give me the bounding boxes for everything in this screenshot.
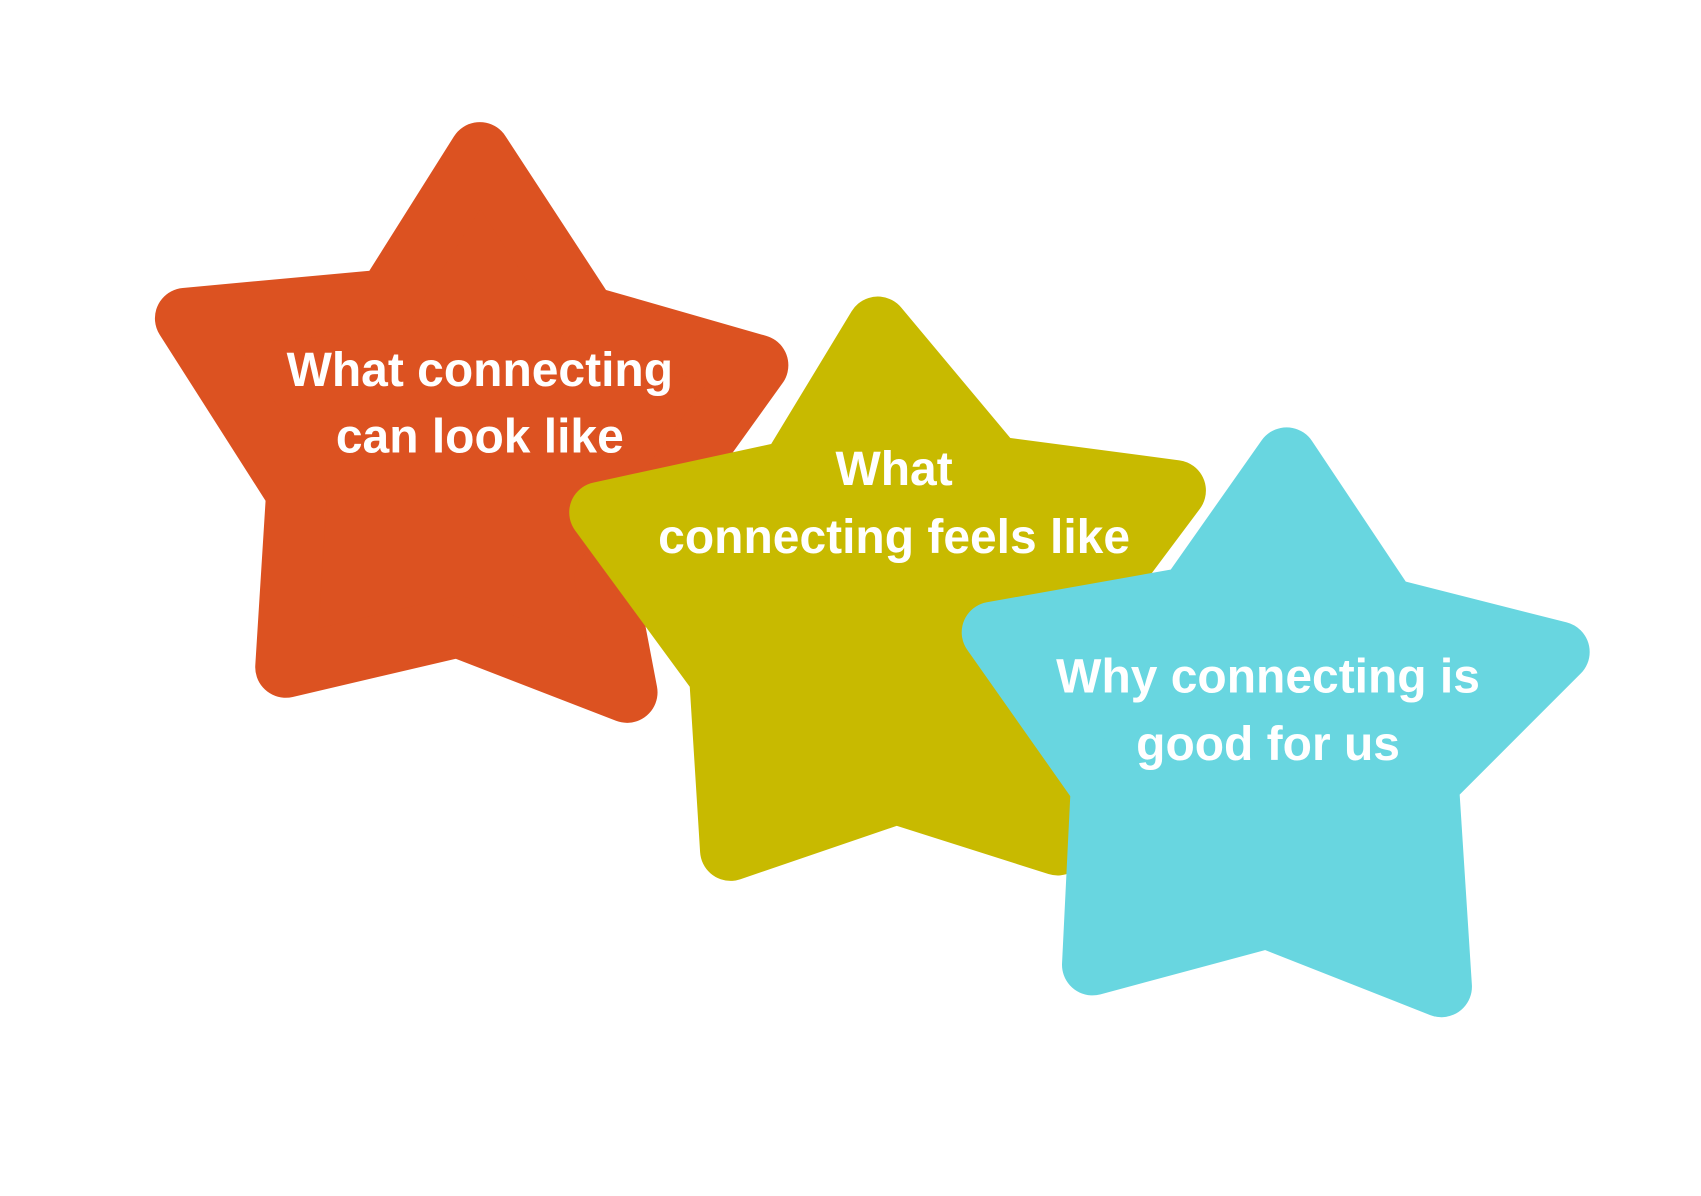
- star-label-line: What connecting: [287, 344, 673, 397]
- star-label-line: Why connecting is: [1056, 650, 1480, 703]
- star-why-good-for-us: Why connecting is good for us: [961, 427, 1590, 1018]
- star-label-line: can look like: [336, 410, 624, 463]
- star-label-line: good for us: [1136, 718, 1400, 771]
- star-label-line: connecting feels like: [658, 511, 1130, 564]
- cyan-star-shape: [961, 427, 1590, 1018]
- star-label-line: What: [835, 443, 952, 496]
